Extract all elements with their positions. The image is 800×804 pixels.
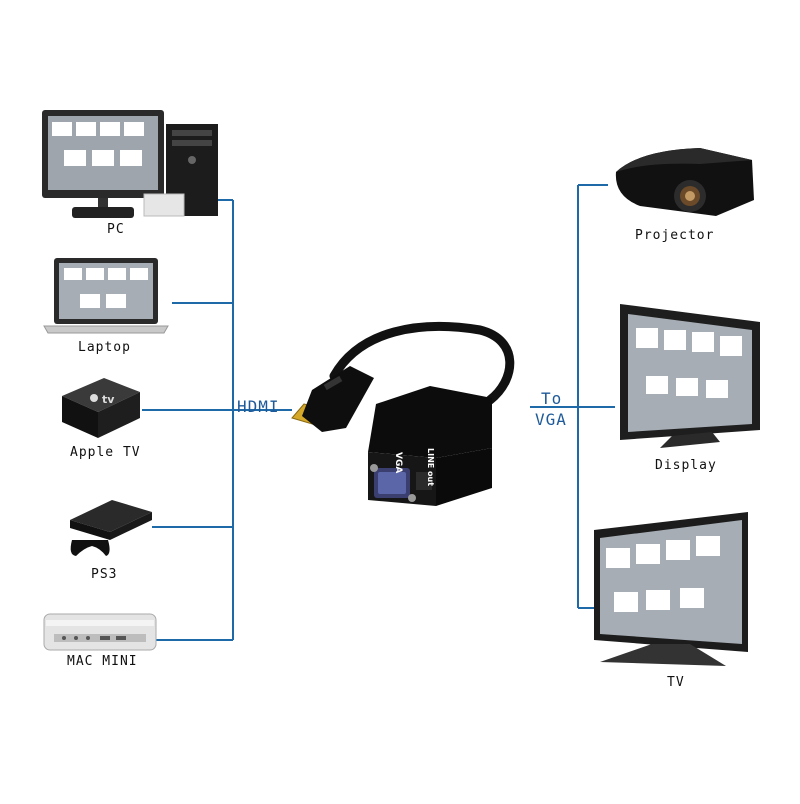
ps3-icon bbox=[70, 500, 152, 556]
source-label-mac-mini: MAC MINI bbox=[67, 654, 138, 669]
source-connector-lines bbox=[142, 199, 292, 641]
projector-icon bbox=[615, 148, 754, 216]
source-label-ps3: PS3 bbox=[91, 567, 118, 582]
hdmi-plug bbox=[291, 366, 374, 432]
adapter-box: VGA LINE out bbox=[368, 386, 492, 506]
output-label-projector: Projector bbox=[635, 228, 715, 243]
mac-mini-icon bbox=[43, 613, 157, 651]
tv-icon bbox=[594, 512, 748, 666]
source-label-apple-tv: Apple TV bbox=[70, 445, 141, 460]
hdmi-label: HDMI bbox=[237, 397, 280, 416]
source-label-pc: PC bbox=[107, 222, 125, 237]
laptop-icon bbox=[43, 258, 169, 334]
apple-tv-logo-text: tv bbox=[102, 393, 115, 406]
source-label-laptop: Laptop bbox=[78, 340, 131, 355]
output-label-tv: TV bbox=[667, 675, 685, 690]
output-label-display: Display bbox=[655, 458, 717, 473]
vga-label: VGA bbox=[535, 410, 567, 429]
line-out-port-label: LINE out bbox=[426, 448, 435, 486]
hdmi-to-vga-adapter: VGA LINE out bbox=[291, 321, 515, 506]
to-label: To bbox=[541, 389, 563, 408]
output-connector-lines bbox=[530, 184, 615, 609]
display-icon bbox=[620, 304, 760, 448]
pc-icon bbox=[42, 110, 218, 218]
apple-tv-icon: tv bbox=[62, 378, 140, 438]
vga-port-label: VGA bbox=[393, 452, 403, 473]
